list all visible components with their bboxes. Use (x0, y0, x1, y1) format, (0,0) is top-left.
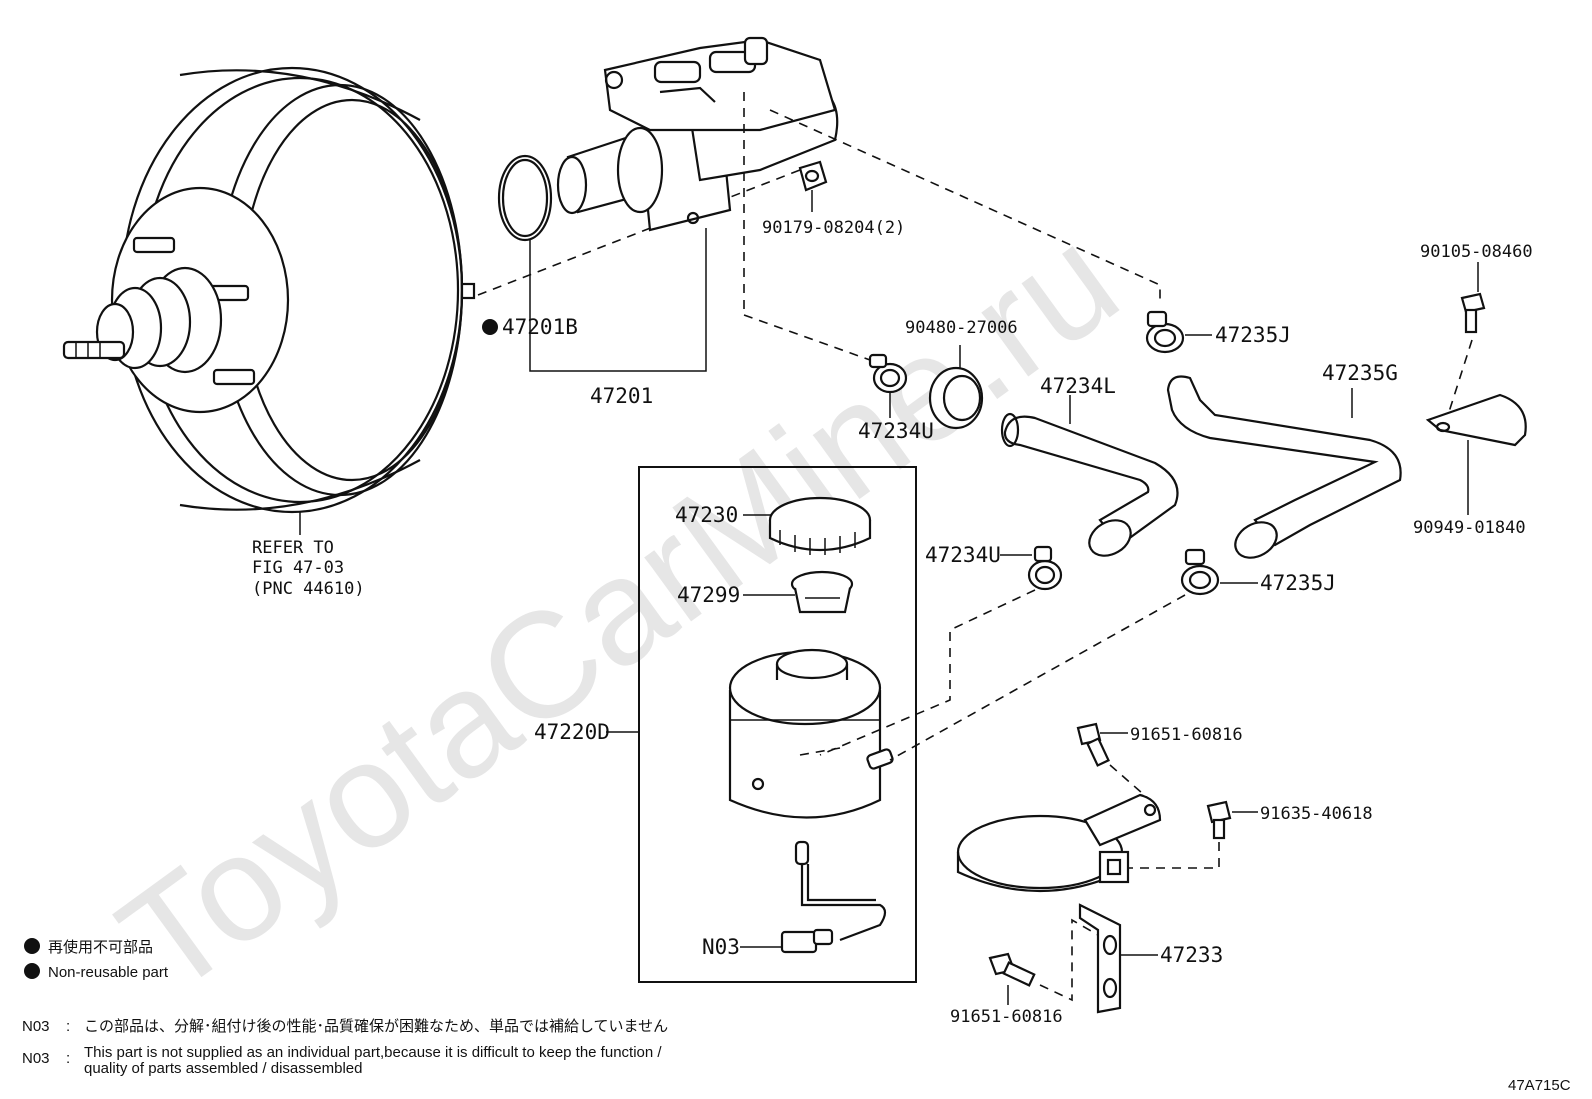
label-47235G: 47235G (1322, 361, 1398, 385)
nut-90179[interactable] (798, 160, 828, 192)
strainer-47299[interactable] (790, 570, 854, 614)
label-booster-ref-3: (PNC 44610) (252, 579, 365, 599)
legend-dot-en (24, 963, 40, 979)
label-47233: 47233 (1160, 943, 1223, 967)
label-47234L: 47234L (1040, 374, 1116, 398)
hose-clamp-47235J-top[interactable] (1145, 310, 1185, 354)
bolt-90105[interactable] (1460, 292, 1486, 334)
note-en-line1: This part is not supplied as an individu… (84, 1044, 662, 1061)
label-47201B: 47201B (502, 315, 578, 339)
brake-booster[interactable] (62, 66, 476, 514)
figure-code: 47A715C (1508, 1077, 1571, 1094)
label-booster-ref-2: FIG 47-03 (252, 558, 344, 578)
note-code-2: N03 (22, 1050, 50, 1067)
bolt-91651-top[interactable] (1076, 722, 1110, 767)
level-sensor-N03[interactable] (780, 840, 887, 954)
bolt-91635[interactable] (1206, 800, 1232, 840)
non-reusable-dot (482, 319, 498, 335)
label-47220D: 47220D (534, 720, 610, 744)
note-en-line2: quality of parts assembled / disassemble… (84, 1060, 362, 1077)
hose-clamp-47234U-top[interactable] (868, 353, 908, 394)
bolt-91651-bot[interactable] (988, 952, 1036, 987)
label-47201: 47201 (590, 384, 653, 408)
svg-text::: : (66, 1050, 70, 1067)
reservoir-hose-47234L[interactable] (1000, 412, 1179, 563)
legend-dot-jp (24, 938, 40, 954)
label-47234U-bot: 47234U (925, 543, 1001, 567)
reservoir-bracket-47233[interactable] (956, 793, 1162, 1014)
label-91635: 91635-40618 (1260, 804, 1373, 824)
master-cylinder[interactable] (556, 36, 839, 232)
leader-47201 (529, 228, 707, 372)
reservoir-hose-47235G[interactable] (1166, 375, 1402, 565)
legend-jp: 再使用不可部品 (48, 938, 153, 956)
reservoir-group-box (638, 466, 917, 983)
label-90179: 90179-08204(2) (762, 218, 905, 238)
label-booster-ref-1: REFER TO (252, 538, 334, 558)
label-91651-bot: 91651-60816 (950, 1007, 1063, 1027)
label-90480: 90480-27006 (905, 318, 1018, 338)
label-91651-top: 91651-60816 (1130, 725, 1243, 745)
label-90949: 90949-01840 (1413, 518, 1526, 538)
clip-90949[interactable] (1425, 393, 1527, 447)
label-90105: 90105-08460 (1420, 242, 1533, 262)
dash-mc-hose-j (769, 109, 1161, 300)
note-code-1: N03 (22, 1018, 50, 1035)
label-47230: 47230 (675, 503, 738, 527)
legend-en: Non-reusable part (48, 964, 169, 981)
label-47235J-top: 47235J (1215, 323, 1291, 347)
grommet-90480[interactable] (928, 366, 984, 430)
o-ring-47201B[interactable] (497, 154, 553, 242)
reservoir-tank-47220D[interactable] (728, 648, 894, 819)
svg-text::: : (66, 1018, 70, 1035)
hose-clamp-47234U-bot[interactable] (1027, 545, 1063, 591)
label-47299: 47299 (677, 583, 740, 607)
label-47235J-bot: 47235J (1260, 571, 1336, 595)
reservoir-cap-47230[interactable] (768, 496, 872, 555)
note-jp: この部品は、分解･組付け後の性能･品質確保が困難なため、単品では補給していません (84, 1017, 668, 1035)
label-N03: N03 (702, 935, 740, 959)
label-47234U-top: 47234U (858, 419, 934, 443)
hose-clamp-47235J-bot[interactable] (1180, 548, 1220, 596)
